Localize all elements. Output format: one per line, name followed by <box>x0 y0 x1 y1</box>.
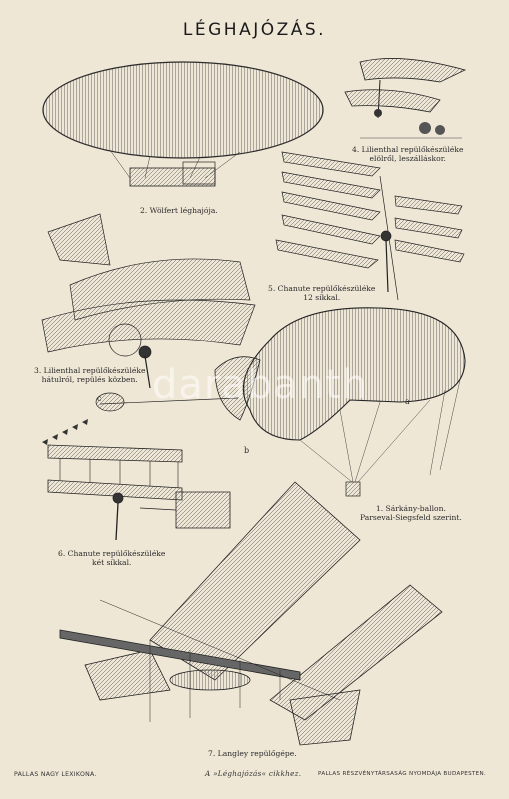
caption-lilienthal-front: 4. Lilienthal repülőkészüléke elölről, l… <box>352 145 464 164</box>
caption-chanute-biplane-line1: 6. Chanute repülőkészüléke <box>58 549 166 558</box>
chanute-biplane-illustration <box>47 444 231 541</box>
caption-chanute-multiplane: 5. Chanute repülőkészüléke 12 síkkal. <box>268 284 376 303</box>
caption-wolfert: 2. Wölfert léghajója. <box>140 206 218 215</box>
watermark: darabanth <box>151 362 369 408</box>
figure-label-c: c <box>97 394 102 403</box>
figure-label-a: a <box>405 397 410 406</box>
caption-kite-balloon: 1. Sárkány-ballon. Parseval-Siegsfeld sz… <box>360 504 462 523</box>
caption-kite-balloon-line1: 1. Sárkány-ballon. <box>375 504 446 513</box>
figure-label-b: b <box>244 446 250 455</box>
caption-lilienthal-rear-line2: hátulról, repülés közben. <box>41 374 138 384</box>
caption-chanute-biplane-line2: két síkkal. <box>91 557 132 567</box>
caption-lilienthal-rear: 3. Lilienthal repülőkészüléke hátulról, … <box>34 366 146 385</box>
langley-aerodrome-illustration <box>59 481 443 746</box>
caption-chanute-multiplane-line2: 12 síkkal. <box>303 292 341 302</box>
footer-publisher: PALLAS NAGY LEXIKONA. <box>14 771 97 778</box>
wolfert-airship-illustration <box>42 61 324 187</box>
chanute-multiplane-illustration <box>275 151 465 301</box>
caption-lilienthal-front-line1: 4. Lilienthal repülőkészüléke <box>352 145 464 154</box>
lilienthal-front-illustration <box>344 58 467 139</box>
caption-chanute-biplane: 6. Chanute repülőkészüléke két síkkal. <box>58 549 166 568</box>
kite-balloon-illustration <box>42 307 466 497</box>
caption-langley: 7. Langley repülőgépe. <box>208 749 297 758</box>
plate-title: LÉGHAJÓZÁS. <box>182 20 327 40</box>
caption-chanute-multiplane-line1: 5. Chanute repülőkészüléke <box>268 284 376 293</box>
footer-article-ref: A »Léghajózás« cikkhez. <box>205 769 302 778</box>
caption-kite-balloon-line2: Parseval-Siegsfeld szerint. <box>360 512 462 522</box>
caption-lilienthal-rear-line1: 3. Lilienthal repülőkészüléke <box>34 366 146 375</box>
lilienthal-rear-illustration <box>41 213 256 389</box>
footer-printer: PALLAS RÉSZVÉNYTÁRSASÁG NYOMDÁJA BUDAPES… <box>318 771 487 777</box>
caption-lilienthal-front-line2: elölről, leszálláskor. <box>369 153 446 163</box>
